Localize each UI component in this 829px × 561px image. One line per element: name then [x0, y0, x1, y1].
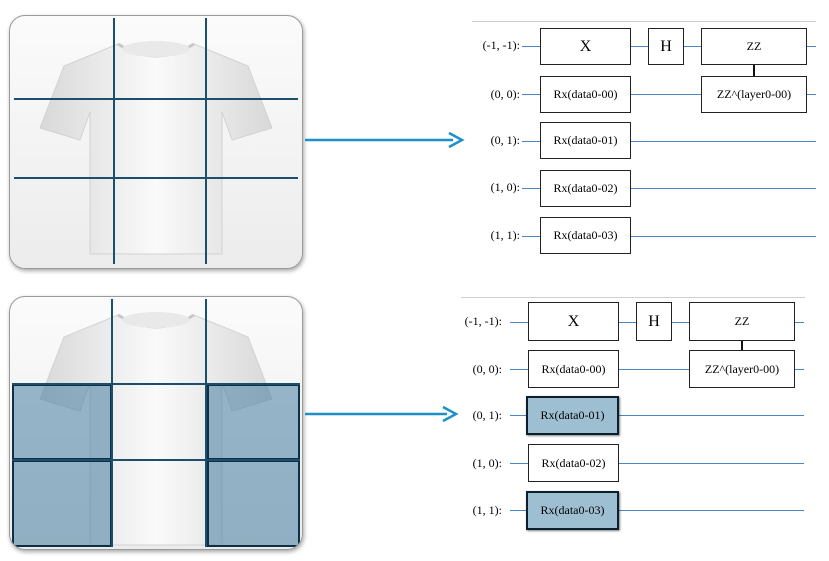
qubit-label: (1, 0):: [490, 180, 520, 194]
grid-line-v1: [111, 299, 113, 547]
qubit-wire: [522, 141, 816, 142]
qubit-wire: [522, 188, 816, 189]
qubit-wire: [522, 94, 816, 95]
grid-line-v2: [205, 18, 207, 264]
qubit-wire: [510, 369, 804, 370]
grid-line-h1: [14, 98, 298, 100]
grid-line-v1: [113, 18, 115, 264]
rx-gate-highlighted: Rx(data0-01): [526, 396, 619, 435]
qubit-wire: [510, 415, 804, 416]
qubit-label: (-1, -1):: [482, 38, 520, 52]
qubit-label: (-1, -1):: [464, 314, 502, 328]
rx-gate-highlighted: Rx(data0-03): [526, 491, 619, 530]
grid-line-h2: [12, 459, 300, 461]
qubit-label: (0, 0):: [472, 362, 502, 376]
top-image-panel: [9, 15, 303, 269]
qubit-label: (1, 1):: [490, 228, 520, 242]
rx-gate: Rx(data0-03): [540, 217, 631, 254]
highlighted-cell: [207, 460, 300, 547]
qubit-label: (1, 0):: [472, 456, 502, 470]
h-gate: H: [636, 302, 672, 341]
zz-connector: [741, 341, 743, 350]
circuit-border: [461, 297, 805, 298]
highlighted-cell: [12, 384, 112, 460]
qubit-label: (0, 1):: [490, 133, 520, 147]
qubit-wire: [510, 463, 804, 464]
qubit-label: (0, 1):: [472, 408, 502, 422]
zz-gate: ZZ: [701, 28, 807, 65]
zz-gate: ZZ: [689, 302, 795, 341]
bottom-image-panel: [9, 296, 303, 550]
qubit-wire: [522, 236, 816, 237]
rx-gate: Rx(data0-01): [540, 122, 631, 159]
zz-layer-gate: ZZ^(layer0-00): [689, 350, 795, 388]
tshirt-icon: [39, 41, 273, 255]
zz-connector: [753, 65, 755, 76]
grid-line-h2: [14, 177, 298, 179]
qubit-wire: [510, 510, 804, 511]
qubit-label: (0, 0):: [490, 87, 520, 101]
rx-gate: Rx(data0-02): [528, 444, 619, 482]
arrow-right-icon: [305, 405, 459, 423]
grid-line-h1: [12, 383, 300, 385]
highlighted-cell: [207, 384, 300, 460]
x-gate: X: [540, 28, 631, 65]
arrow-right-icon: [305, 131, 465, 149]
qubit-label: (1, 1):: [472, 503, 502, 517]
h-gate: H: [648, 28, 684, 65]
grid-line-v2: [205, 299, 207, 547]
x-gate: X: [528, 302, 619, 341]
rx-gate: Rx(data0-00): [540, 76, 631, 113]
rx-gate: Rx(data0-02): [540, 170, 631, 207]
circuit-border: [472, 21, 816, 22]
highlighted-cell: [12, 460, 112, 547]
rx-gate: Rx(data0-00): [528, 350, 619, 388]
zz-layer-gate: ZZ^(layer0-00): [701, 76, 807, 113]
